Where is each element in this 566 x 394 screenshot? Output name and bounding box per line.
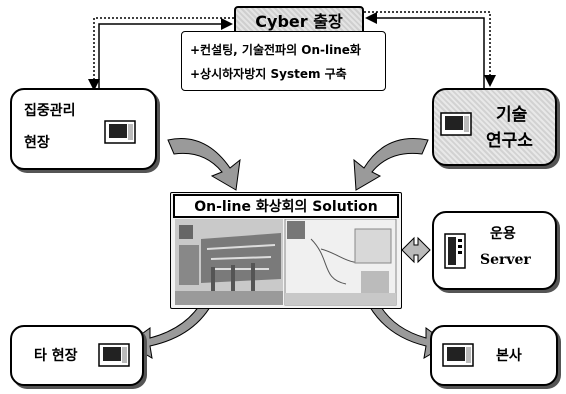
computer-icon xyxy=(442,343,474,367)
headquarters-label: 본사 xyxy=(496,348,522,364)
arrow-central-to-solution xyxy=(167,138,241,191)
research-lab-box: 기술 연구소 xyxy=(432,88,557,166)
central-site-box: 집중관리 현장 xyxy=(10,88,157,170)
server-label-2: Server xyxy=(480,252,531,268)
server-icon xyxy=(444,233,466,269)
research-lab-label-2: 연구소 xyxy=(486,131,533,151)
computer-icon xyxy=(104,120,136,144)
central-site-label-1: 집중관리 xyxy=(24,103,76,119)
cyber-trip-title: Cyber 출장 xyxy=(255,12,343,31)
description-line-2: +상시하자방지 System 구축 xyxy=(190,67,347,81)
description-line-1: +컨설팅, 기술전파의 On-line화 xyxy=(190,43,361,57)
research-lab-label-1: 기술 xyxy=(496,105,528,125)
link-cyber-lab xyxy=(364,11,496,87)
arrow-solution-server xyxy=(401,236,431,264)
headquarters-box: 본사 xyxy=(430,325,558,386)
computer-icon xyxy=(440,112,472,136)
computer-icon xyxy=(98,343,130,367)
other-site-label: 타 현장 xyxy=(34,348,78,364)
arrow-lab-to-solution xyxy=(353,138,429,191)
cyber-trip-box: Cyber 출장 xyxy=(234,6,364,35)
link-cyber-central xyxy=(88,17,234,91)
other-site-box: 타 현장 xyxy=(10,325,144,386)
description-box: +컨설팅, 기술전파의 On-line화 +상시하자방지 System 구축 xyxy=(181,31,386,91)
video-conference-screenshot xyxy=(175,219,397,306)
server-label-1: 운용 xyxy=(490,226,516,242)
central-site-label-2: 현장 xyxy=(24,135,50,151)
solution-title: On-line 화상회의 Solution xyxy=(173,194,399,218)
server-box: 운용 Server xyxy=(432,211,557,290)
